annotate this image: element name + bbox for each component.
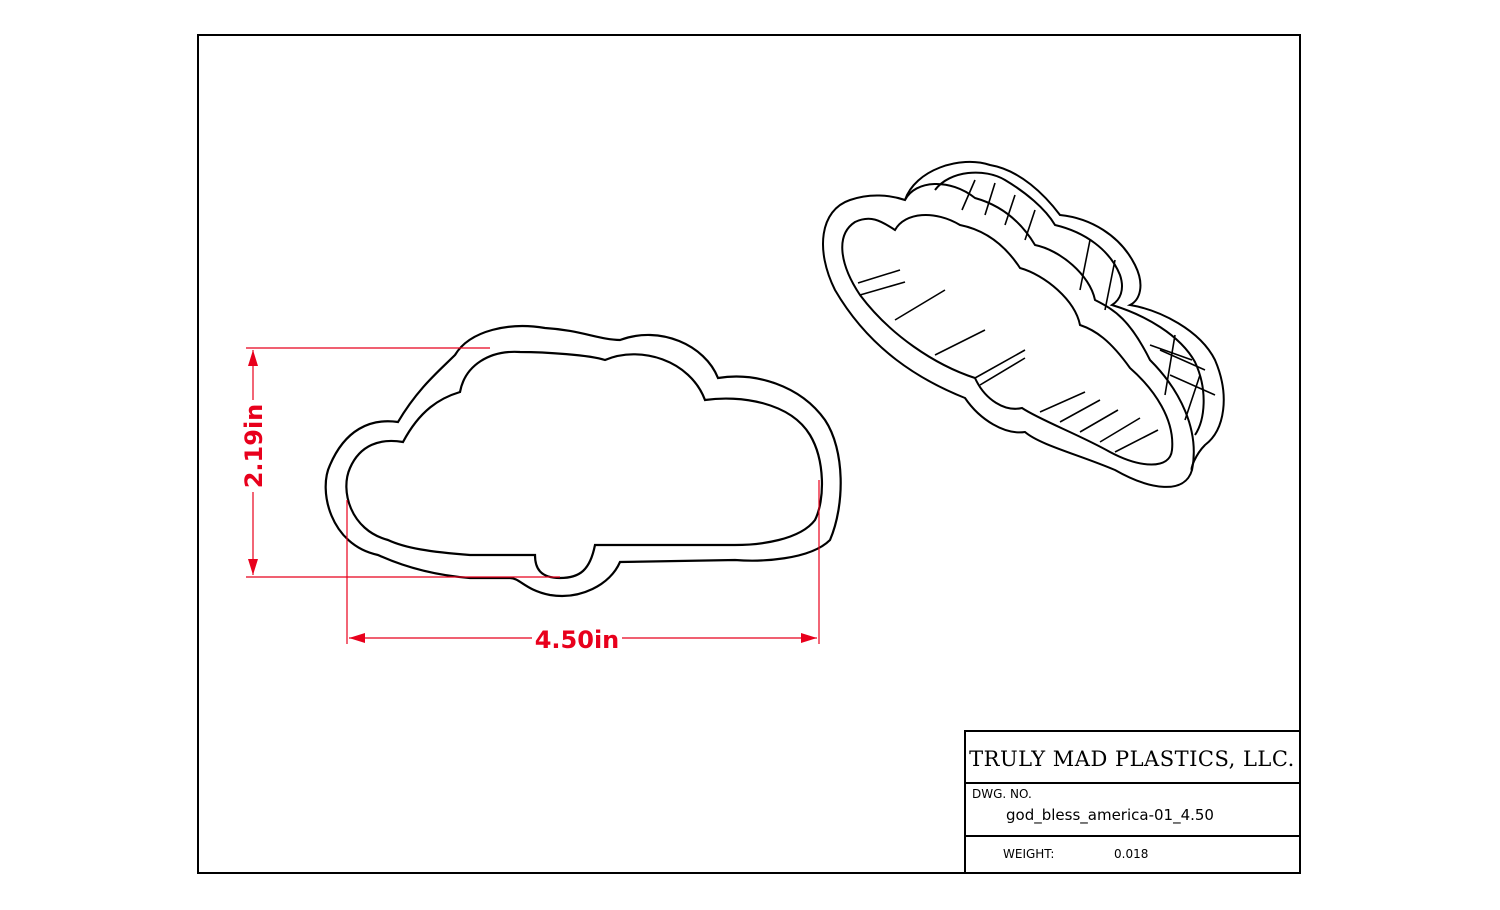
title-block	[964, 730, 1301, 874]
height-arrow-top	[248, 350, 258, 366]
dwg-no-label: DWG. NO.	[972, 787, 1032, 801]
iso-back-wall-inner	[934, 171, 1205, 436]
weight-value: 0.018	[1114, 847, 1148, 861]
width-arrow-left	[349, 633, 365, 643]
height-dimension	[246, 347, 560, 578]
width-dimension-label: 4.50in	[535, 626, 620, 654]
height-dimension-label: 2.19in	[240, 404, 268, 489]
drawing-border	[197, 34, 1301, 874]
cloud-front-view	[324, 325, 842, 598]
width-arrow-right	[801, 633, 817, 643]
iso-outer-rim	[822, 183, 1195, 488]
weight-label: WEIGHT:	[1003, 847, 1054, 861]
company-name: TRULY MAD PLASTICS, LLC.	[969, 747, 1295, 771]
cloud-outer-outline	[324, 325, 842, 598]
iso-inner-rim	[841, 213, 1174, 466]
width-dimension	[346, 480, 820, 644]
iso-back-wall	[904, 160, 1225, 471]
iso-wall-segments	[857, 179, 1216, 453]
cloud-isometric-view	[822, 160, 1225, 488]
cloud-inner-outline	[345, 350, 823, 580]
height-arrow-bottom	[248, 559, 258, 575]
dwg-no-value: god_bless_america-01_4.50	[1006, 806, 1214, 825]
